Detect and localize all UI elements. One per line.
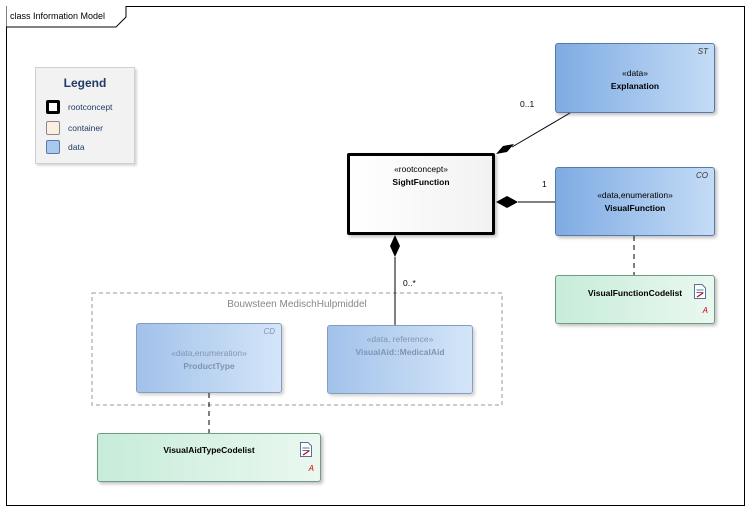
class-name: ProductType — [183, 361, 235, 371]
class-name: Explanation — [610, 81, 660, 91]
diagram-tab — [6, 6, 127, 28]
class-name: VisualAid::MedicalAid — [355, 347, 445, 357]
class-visual-function-codelist[interactable]: VisualFunctionCodelist A — [555, 275, 715, 324]
legend-swatch-container — [46, 121, 60, 135]
document-icon — [694, 284, 706, 299]
abstract-mark: A — [308, 464, 314, 473]
multiplicity-visual-aid: 0..* — [403, 278, 416, 288]
legend-item-container: container — [46, 120, 103, 136]
class-stereotype: «data,enumeration» — [597, 190, 673, 200]
group-boundary — [91, 292, 503, 406]
legend: Legend rootconcept container data — [35, 67, 135, 164]
class-name: SightFunction — [392, 177, 450, 187]
class-name: VisualFunctionCodelist — [587, 288, 683, 298]
class-visual-aid[interactable]: «data, reference» VisualAid::MedicalAid — [327, 325, 473, 394]
explanation-diamond — [496, 144, 514, 154]
class-stereotype: «data,enumeration» — [171, 348, 247, 358]
legend-label: data — [68, 142, 85, 152]
class-visual-aid-type-codelist[interactable]: VisualAidTypeCodelist A — [97, 433, 321, 482]
abstract-mark: A — [702, 306, 708, 315]
legend-item-data: data — [46, 139, 85, 155]
class-stereotype: «data» — [622, 68, 648, 78]
class-stereotype: «rootconcept» — [394, 164, 448, 174]
multiplicity-explanation: 0..1 — [520, 99, 535, 109]
class-corner-tag: ST — [697, 47, 708, 56]
visual-function-diamond — [496, 196, 518, 208]
group-label: Bouwsteen MedischHulpmiddel — [227, 299, 367, 310]
class-explanation[interactable]: ST «data» Explanation — [555, 43, 715, 113]
class-visual-function[interactable]: CO «data,enumeration» VisualFunction — [555, 167, 715, 236]
class-name: VisualFunction — [604, 203, 666, 213]
diagram-title: class Information Model — [10, 11, 106, 21]
class-corner-tag: CD — [263, 327, 275, 336]
document-icon — [300, 442, 312, 457]
legend-title: Legend — [63, 76, 107, 90]
class-product-type[interactable]: CD «data,enumeration» ProductType — [136, 323, 282, 393]
legend-item-rootconcept: rootconcept — [46, 99, 112, 115]
visual-aid-diamond — [390, 235, 400, 257]
class-name: VisualAidTypeCodelist — [163, 445, 255, 455]
multiplicity-visual-function: 1 — [542, 179, 547, 189]
legend-label: container — [68, 123, 103, 133]
class-stereotype: «data, reference» — [366, 334, 434, 344]
legend-swatch-data — [46, 140, 60, 154]
class-sight-function[interactable]: «rootconcept» SightFunction — [347, 153, 495, 235]
explanation-association — [511, 112, 571, 148]
legend-label: rootconcept — [68, 102, 113, 112]
class-corner-tag: CO — [696, 171, 708, 180]
legend-swatch-rootconcept — [46, 100, 60, 114]
